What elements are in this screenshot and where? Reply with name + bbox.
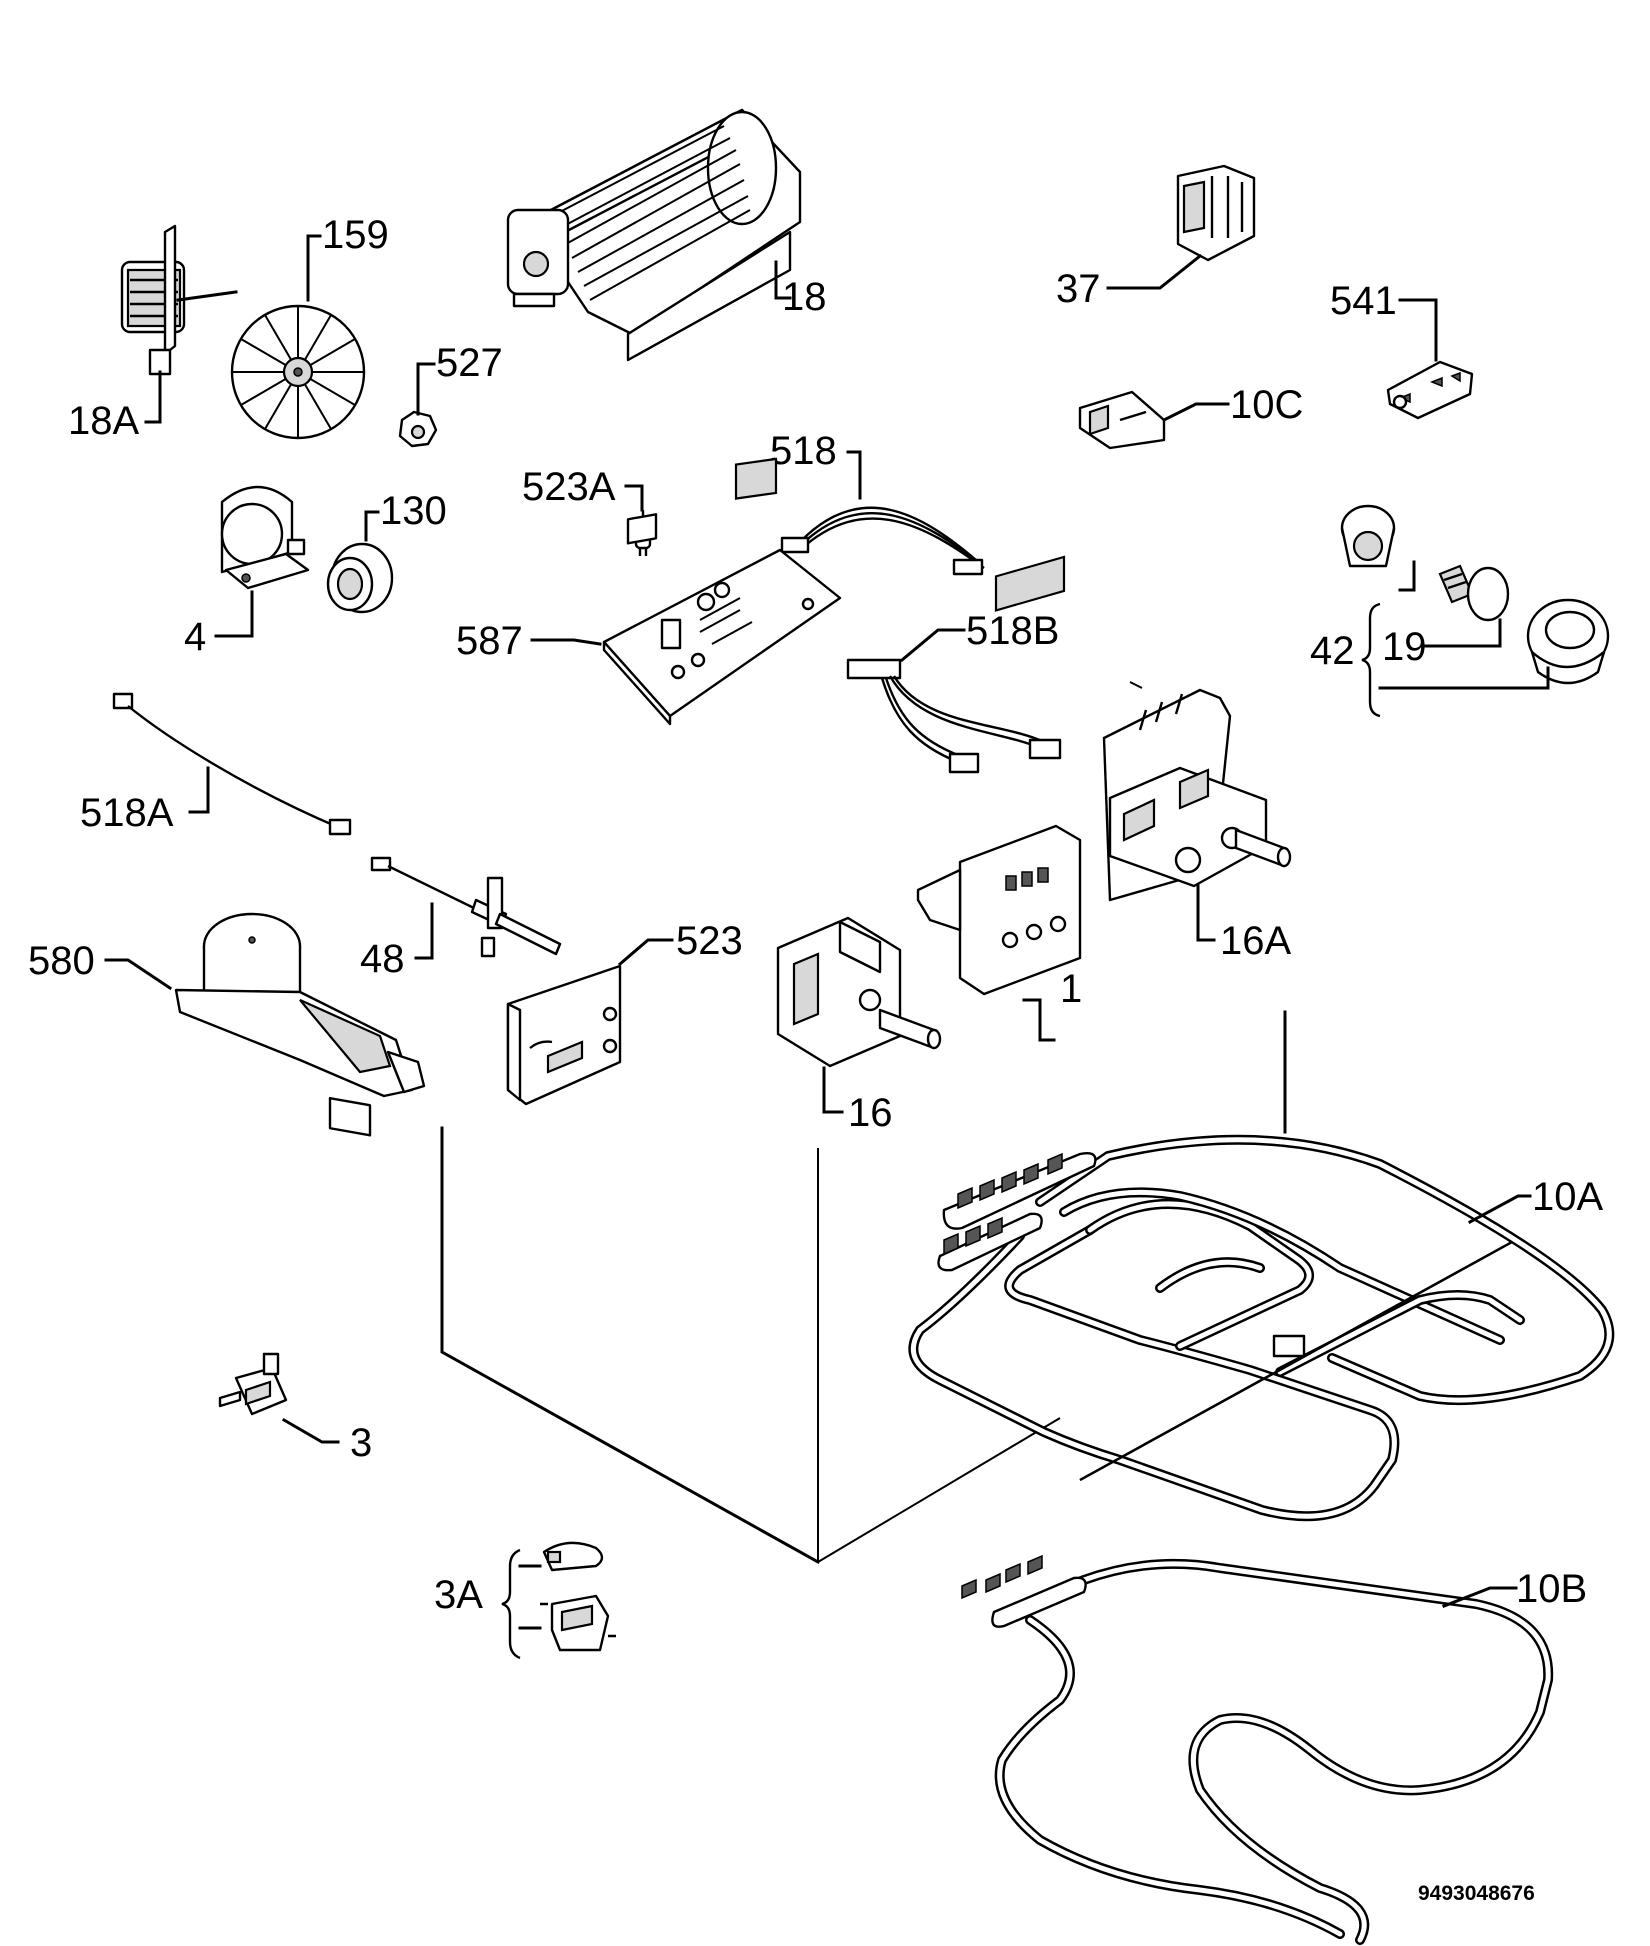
label-518b: 518B bbox=[966, 609, 1059, 653]
door-switch-part bbox=[1176, 164, 1256, 262]
multifunction-switch-part bbox=[1102, 688, 1292, 902]
label-3: 3 bbox=[350, 1421, 372, 1465]
wire-harness-part bbox=[780, 506, 985, 576]
tangential-fan-part bbox=[506, 108, 802, 362]
label-523a: 523A bbox=[522, 465, 616, 509]
thermal-cutout-part bbox=[218, 1352, 288, 1416]
control-board-part bbox=[602, 457, 842, 726]
label-10a: 10A bbox=[1532, 1175, 1603, 1219]
motor-part bbox=[220, 485, 310, 590]
lamp-bulb-part bbox=[1438, 564, 1510, 622]
label-1: 1 bbox=[1060, 967, 1082, 1011]
label-159: 159 bbox=[322, 213, 389, 257]
lamp-cover-part bbox=[1526, 598, 1610, 685]
label-4: 4 bbox=[184, 615, 206, 659]
label-130: 130 bbox=[380, 489, 447, 533]
label-16: 16 bbox=[848, 1091, 893, 1135]
display-module-part bbox=[916, 555, 1082, 996]
label-37: 37 bbox=[1056, 267, 1101, 311]
mounting-bracket-part bbox=[1078, 390, 1166, 450]
cable-part bbox=[112, 692, 352, 836]
bottom-heating-element-part bbox=[961, 1554, 1554, 1945]
reference-number: 9493048676 bbox=[1418, 1882, 1535, 1905]
nut-part bbox=[398, 410, 438, 448]
label-518: 518 bbox=[770, 429, 837, 473]
label-18a: 18A bbox=[68, 399, 139, 443]
seal-ring-part bbox=[326, 542, 394, 614]
label-19: 19 bbox=[1382, 625, 1427, 669]
label-523: 523 bbox=[676, 919, 743, 963]
label-527: 527 bbox=[436, 341, 503, 385]
motor-assembly-part bbox=[174, 912, 426, 1137]
selector-switch-part bbox=[776, 916, 942, 1068]
label-10b: 10B bbox=[1516, 1567, 1587, 1611]
label-10c: 10C bbox=[1230, 383, 1303, 427]
fan-blade-part bbox=[230, 304, 366, 440]
terminal-connector-part bbox=[1386, 360, 1474, 420]
label-518a: 518A bbox=[80, 791, 174, 835]
label-3a: 3A bbox=[434, 1573, 483, 1617]
label-541: 541 bbox=[1330, 279, 1397, 323]
label-48: 48 bbox=[360, 937, 405, 981]
display-harness-part bbox=[846, 658, 1062, 774]
top-heating-element-part bbox=[908, 1134, 1615, 1522]
fan-motor-part bbox=[120, 224, 238, 376]
label-580: 580 bbox=[28, 939, 95, 983]
lamp-holder-part bbox=[1340, 504, 1396, 568]
label-16a: 16A bbox=[1220, 919, 1291, 963]
label-18: 18 bbox=[782, 275, 827, 319]
label-587: 587 bbox=[456, 619, 523, 663]
oven-body-outline bbox=[440, 681, 1287, 1565]
bracket-plate-part bbox=[506, 964, 622, 1106]
temperature-probe-part bbox=[370, 856, 562, 958]
thermostat-clip-part bbox=[540, 1541, 616, 1652]
label-42: 42 bbox=[1310, 629, 1355, 673]
